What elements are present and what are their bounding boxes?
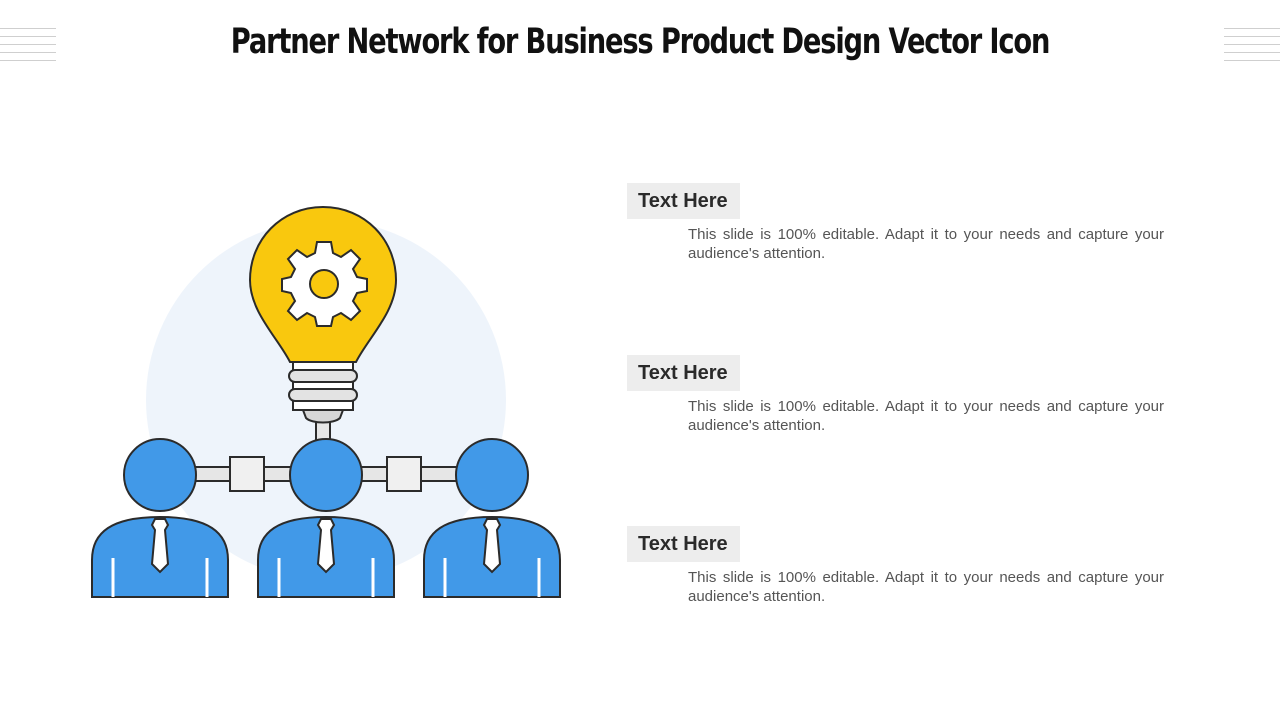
text-item-3: Text Here This slide is 100% editable. A… <box>627 526 1167 606</box>
decorative-lines-left <box>0 28 56 62</box>
item-heading: Text Here <box>627 355 740 391</box>
person-icon <box>423 438 561 598</box>
partner-network-illustration <box>91 205 561 598</box>
person-icon <box>257 438 395 598</box>
network-connectors <box>191 417 463 492</box>
page-title: Partner Network for Business Product Des… <box>230 22 1051 62</box>
item-body: This slide is 100% editable. Adapt it to… <box>688 569 1164 605</box>
item-body: This slide is 100% editable. Adapt it to… <box>688 398 1164 434</box>
person-icon <box>91 438 229 598</box>
item-heading: Text Here <box>627 183 740 219</box>
item-heading: Text Here <box>627 526 740 562</box>
decorative-lines-right <box>1224 28 1280 62</box>
gear-icon <box>281 241 368 327</box>
text-item-2: Text Here This slide is 100% editable. A… <box>627 355 1167 435</box>
text-item-1: Text Here This slide is 100% editable. A… <box>627 183 1167 263</box>
item-body: This slide is 100% editable. Adapt it to… <box>688 226 1164 262</box>
